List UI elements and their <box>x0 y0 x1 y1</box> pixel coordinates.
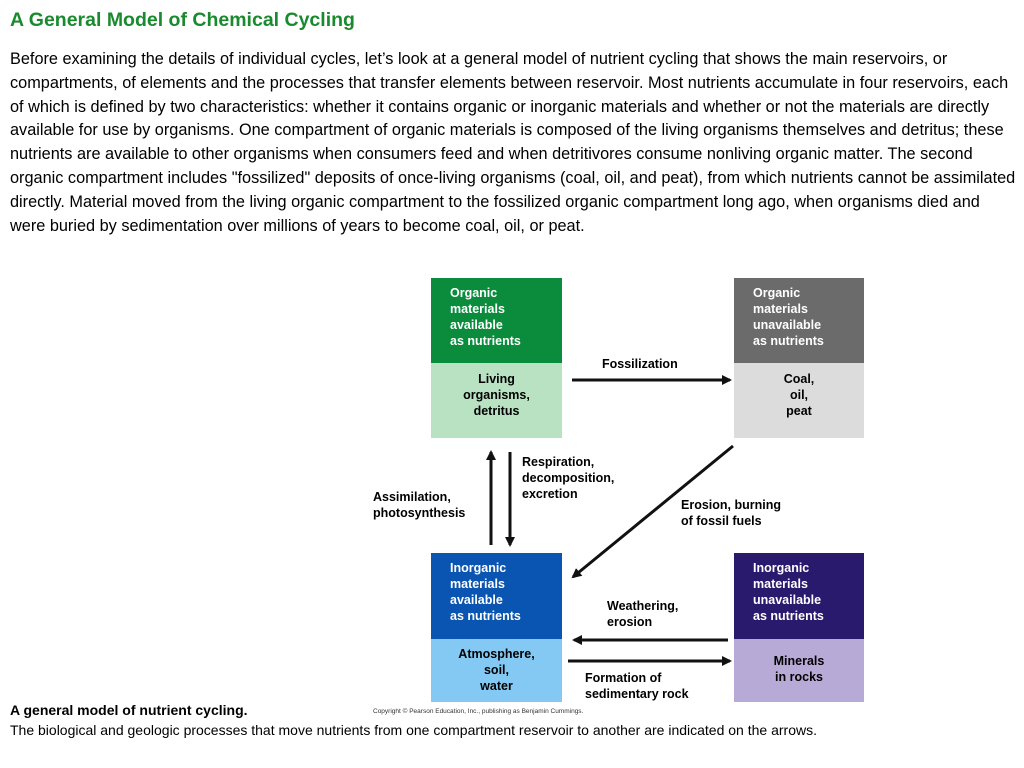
weathering-label: Weathering, erosion <box>607 599 679 629</box>
box-inorganic-unavailable-head: Inorganic materials unavailable as nutri… <box>734 553 864 639</box>
box-organic-available-sub: Living organisms, detritus <box>431 363 562 438</box>
caption-text: The biological and geologic processes th… <box>10 722 817 738</box>
page-title: A General Model of Chemical Cycling <box>10 9 355 31</box>
body-paragraph: Before examining the details of individu… <box>10 50 1016 235</box>
box-inorganic-available-head: Inorganic materials available as nutrien… <box>431 553 562 639</box>
assimilation-label: Assimilation, photosynthesis <box>373 490 466 520</box>
box-organic-unavailable-sub: Coal, oil, peat <box>734 363 864 438</box>
respiration-label: Respiration, decomposition, excretion <box>522 455 615 501</box>
box-organic-available: Organic materials available as nutrients… <box>431 278 562 438</box>
box-organic-available-head: Organic materials available as nutrients <box>431 278 562 363</box>
box-organic-unavailable-head: Organic materials unavailable as nutrien… <box>734 278 864 363</box>
copyright-notice: Copyright © Pearson Education, Inc., pub… <box>373 708 584 715</box>
box-inorganic-available: Inorganic materials available as nutrien… <box>431 553 562 702</box>
box-inorganic-available-sub: Atmosphere, soil, water <box>431 639 562 702</box>
fossilization-label: Fossilization <box>602 357 678 371</box>
caption-title: A general model of nutrient cycling. <box>10 702 248 718</box>
formation-label: Formation of sedimentary rock <box>585 671 689 701</box>
erosion-burning-label: Erosion, burning of fossil fuels <box>681 498 781 528</box>
erosion-burning-arrow <box>571 444 734 579</box>
box-inorganic-unavailable: Inorganic materials unavailable as nutri… <box>734 553 864 702</box>
box-organic-unavailable: Organic materials unavailable as nutrien… <box>734 278 864 438</box>
box-inorganic-unavailable-sub: Minerals in rocks <box>734 639 864 702</box>
